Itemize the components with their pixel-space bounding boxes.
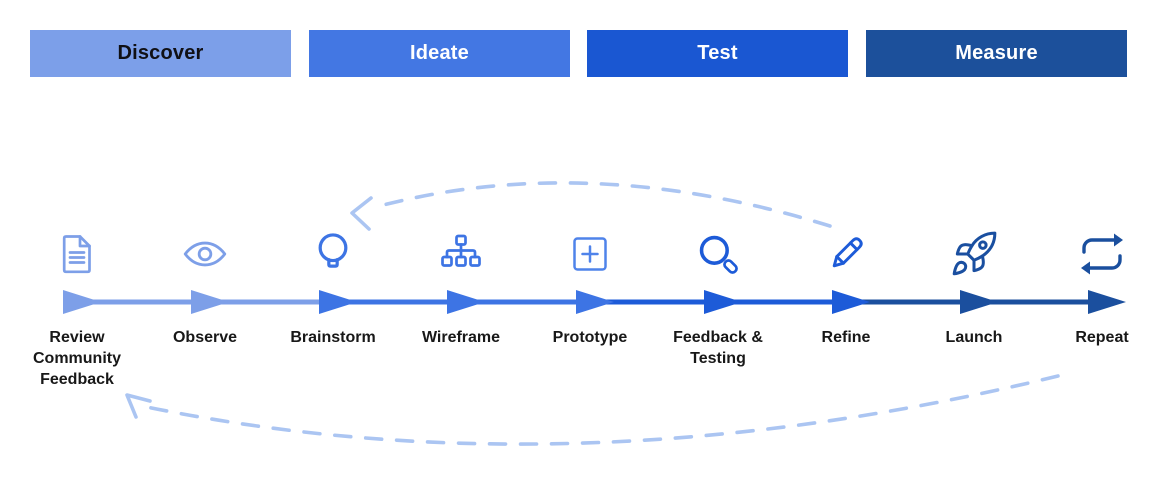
step-refine: Refine (776, 227, 916, 348)
loop-arrowhead-icon (350, 196, 373, 231)
phase-discover: Discover (30, 30, 291, 77)
timeline-arrowhead-icon (1088, 290, 1126, 314)
timeline-arrowhead-icon (319, 290, 357, 314)
timeline-arrowhead-icon (447, 290, 485, 314)
timeline-arrowhead-icon (832, 290, 870, 314)
phase-label: Discover (117, 42, 204, 64)
phase-label: Test (697, 42, 738, 64)
pencil-icon (776, 227, 916, 281)
timeline-arrowhead-icon (191, 290, 229, 314)
timeline-arrowhead-icon (704, 290, 742, 314)
phase-measure: Measure (866, 30, 1127, 77)
timeline-arrowhead-icon (576, 290, 614, 314)
timeline-arrow (63, 290, 1126, 314)
step-label: Repeat (1075, 329, 1129, 346)
phase-test: Test (587, 30, 848, 77)
plus-square-icon (520, 227, 660, 281)
phase-label: Measure (955, 42, 1038, 64)
step-label: Launch (945, 329, 1003, 346)
step-label: Review Community Feedback (33, 329, 121, 389)
step-label: Wireframe (421, 329, 501, 346)
step-observe: Observe (135, 227, 275, 348)
step-brainstorm: Brainstorm (263, 227, 403, 348)
rocket-icon (904, 227, 1044, 281)
step-label: Brainstorm (290, 329, 376, 346)
step-launch: Launch (904, 227, 1044, 348)
phase-ideate: Ideate (309, 30, 570, 77)
document-icon (22, 227, 132, 281)
magnifier-icon (648, 227, 788, 281)
step-wireframe: Wireframe (391, 227, 531, 348)
loop-arrowhead-icon (125, 393, 152, 419)
step-label: Refine (821, 329, 871, 346)
lightbulb-icon (263, 227, 403, 281)
timeline-arrowhead-icon (960, 290, 998, 314)
sitemap-icon (391, 227, 531, 281)
step-review-community-feedback: Review Community Feedback (22, 227, 132, 390)
eye-icon (135, 227, 275, 281)
loop-arrow-top (350, 181, 832, 231)
step-prototype: Prototype (520, 227, 660, 348)
loop-arrow-bottom (125, 374, 1060, 446)
step-feedback-testing: Feedback & Testing (648, 227, 788, 369)
step-label: Observe (172, 329, 238, 346)
repeat-icon (1032, 227, 1161, 281)
timeline-arrowhead-icon (63, 290, 101, 314)
step-label: Prototype (552, 329, 628, 346)
step-label: Feedback & Testing (673, 329, 763, 368)
phase-label: Ideate (409, 42, 469, 64)
step-repeat: Repeat (1032, 227, 1161, 348)
